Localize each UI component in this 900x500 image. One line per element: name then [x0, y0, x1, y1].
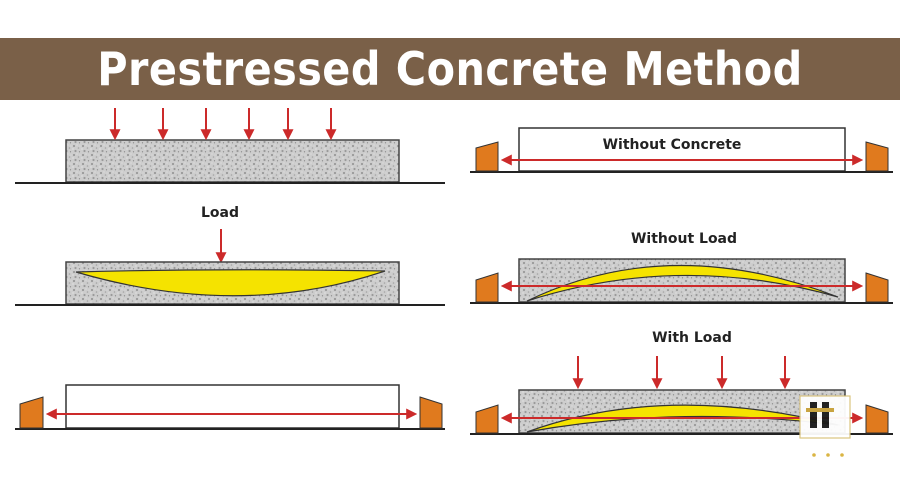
watermark-logo [799, 395, 851, 457]
form-outline [65, 384, 400, 429]
panel-empty-form [15, 384, 445, 430]
load-arrows [572, 356, 791, 390]
with-load-label: With Load [652, 330, 732, 346]
anchor-block-left [475, 141, 499, 172]
panel-with-load: With Load [470, 330, 893, 435]
anchor-block-left [475, 404, 499, 434]
tendon [75, 269, 386, 297]
anchor-block-right [865, 141, 889, 172]
tendon [526, 264, 839, 302]
concrete-beam [65, 139, 400, 183]
anchor-block-right [419, 396, 443, 429]
anchor-block-right [865, 404, 889, 434]
anchor-block-left [475, 272, 499, 303]
without-load-label: Without Load [631, 231, 737, 247]
panel-point-load: Load [15, 205, 445, 306]
load-label: Load [201, 205, 239, 221]
panel-without-concrete: Without Concrete [470, 127, 893, 173]
anchor-block-left [19, 396, 44, 429]
panel-without-load: Without Load [470, 231, 893, 304]
title-bar: Prestressed Concrete Method [0, 38, 900, 100]
anchor-block-right [865, 272, 889, 303]
load-arrows [109, 108, 337, 141]
without-concrete-label: Without Concrete [603, 137, 742, 153]
panel-distributed-load [15, 108, 445, 184]
page-title: Prestressed Concrete Method [97, 42, 803, 96]
